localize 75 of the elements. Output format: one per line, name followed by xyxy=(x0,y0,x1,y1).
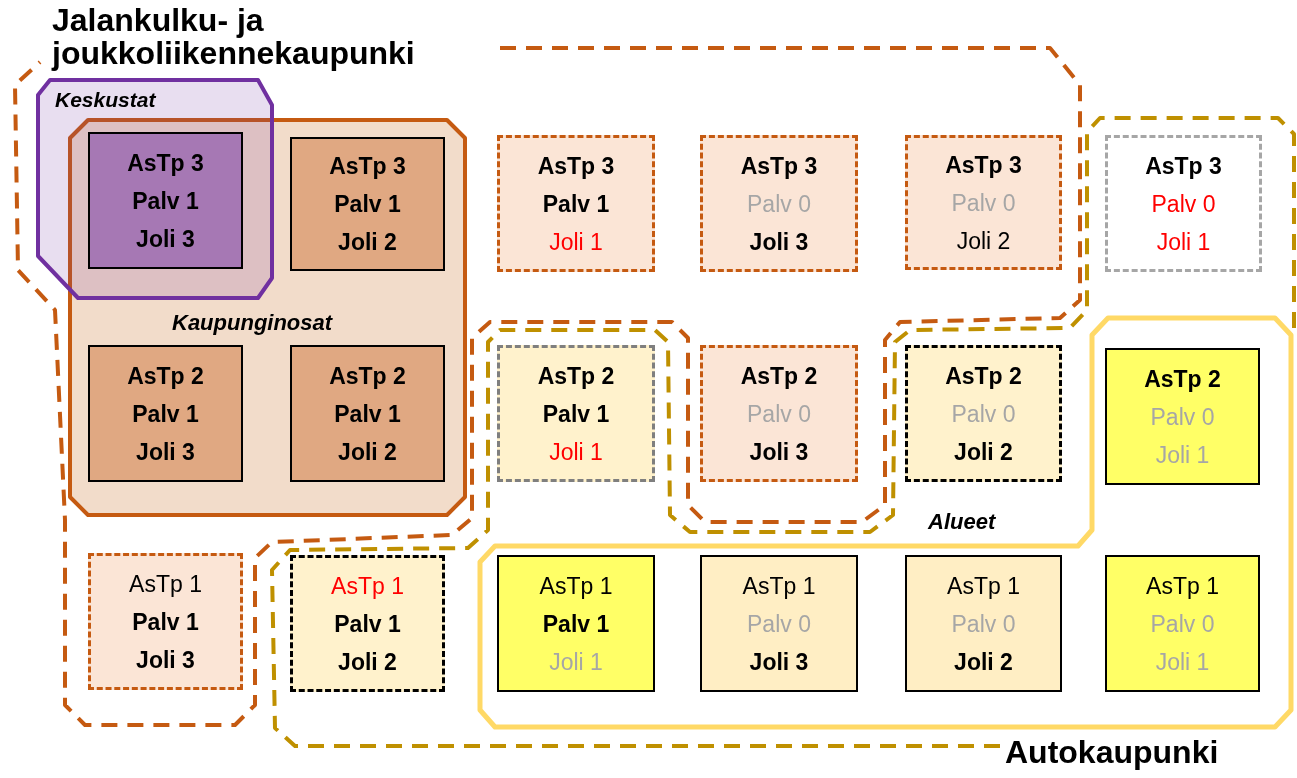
region-label: Autokaupunki xyxy=(1005,733,1219,772)
rating-text: Joli 2 xyxy=(954,647,1013,677)
rating-text: Palv 0 xyxy=(1150,609,1215,639)
region-label: Jalankulku- ja joukkoliikennekaupunki xyxy=(52,4,416,70)
rating-text: AsTp 2 xyxy=(740,361,818,391)
rating-text: AsTp 3 xyxy=(127,148,204,178)
rating-text: Joli 1 xyxy=(1155,647,1210,677)
rating-text: AsTp 2 xyxy=(127,361,204,391)
rating-box xyxy=(700,135,858,272)
region-label: Kaupunginosat xyxy=(172,310,333,336)
rating-box xyxy=(1105,348,1260,485)
rating-text: Palv 1 xyxy=(542,399,610,429)
rating-text: Joli 3 xyxy=(136,224,195,254)
rating-text: Joli 2 xyxy=(954,437,1013,467)
rating-text: Joli 2 xyxy=(338,437,397,467)
rating-box xyxy=(88,553,243,690)
rating-text: Palv 0 xyxy=(951,609,1016,639)
rating-box xyxy=(497,135,655,272)
rating-text: Joli 3 xyxy=(749,227,809,257)
rating-box xyxy=(88,132,243,269)
rating-text: AsTp 2 xyxy=(329,361,406,391)
rating-text: Palv 0 xyxy=(747,609,811,639)
rating-text: AsTp 1 xyxy=(129,569,202,599)
rating-text: Palv 1 xyxy=(334,190,401,219)
rating-text: Joli 2 xyxy=(338,647,397,677)
rating-box xyxy=(905,345,1062,482)
rating-text: Palv 0 xyxy=(1151,189,1216,219)
rating-text: AsTp 1 xyxy=(539,571,613,601)
rating-text: Palv 0 xyxy=(951,399,1016,429)
rating-box xyxy=(88,345,243,482)
rating-text: Palv 1 xyxy=(334,609,401,639)
rating-box xyxy=(700,345,858,482)
rating-text: AsTp 2 xyxy=(537,361,615,391)
rating-text: Palv 1 xyxy=(542,609,610,639)
rating-text: AsTp 2 xyxy=(1144,364,1221,394)
rating-text: Joli 3 xyxy=(749,437,809,467)
rating-text: AsTp 1 xyxy=(331,571,404,601)
rating-text: Palv 1 xyxy=(132,399,199,429)
rating-text: Joli 1 xyxy=(1155,440,1210,470)
region-label: Keskustat xyxy=(55,87,156,113)
rating-box xyxy=(700,555,858,692)
rating-text: Joli 1 xyxy=(549,647,603,677)
rating-box xyxy=(497,555,655,692)
rating-text: Palv 0 xyxy=(951,188,1016,218)
rating-text: AsTp 2 xyxy=(945,361,1022,391)
rating-box xyxy=(1105,135,1262,272)
rating-box xyxy=(1105,555,1260,692)
rating-text: Joli 3 xyxy=(749,647,809,677)
rating-text: AsTp 3 xyxy=(945,150,1022,180)
rating-text: Joli 2 xyxy=(956,226,1011,256)
rating-box xyxy=(290,555,445,692)
rating-text: AsTp 1 xyxy=(1146,571,1219,601)
rating-text: Joli 1 xyxy=(1156,227,1211,257)
rating-text: AsTp 3 xyxy=(740,151,818,181)
rating-text: Joli 2 xyxy=(338,228,397,257)
rating-box xyxy=(905,555,1062,692)
rating-text: Palv 1 xyxy=(334,399,401,429)
rating-text: Joli 1 xyxy=(549,227,603,257)
rating-text: AsTp 3 xyxy=(537,151,615,181)
region-label: Alueet xyxy=(928,509,996,535)
rating-box xyxy=(497,345,655,482)
rating-text: Joli 1 xyxy=(549,437,603,467)
rating-text: AsTp 3 xyxy=(329,152,406,181)
rating-text: AsTp 1 xyxy=(947,571,1020,601)
rating-text: AsTp 1 xyxy=(742,571,816,601)
rating-text: Palv 0 xyxy=(1150,402,1215,432)
rating-text: Joli 3 xyxy=(136,437,195,467)
rating-text: Palv 1 xyxy=(542,189,610,219)
rating-text: Palv 1 xyxy=(132,607,199,637)
rating-text: Palv 0 xyxy=(747,189,811,219)
rating-text: Joli 3 xyxy=(136,645,195,675)
rating-text: Palv 0 xyxy=(747,399,811,429)
rating-text: AsTp 3 xyxy=(1145,151,1222,181)
rating-text: Palv 1 xyxy=(132,186,199,216)
rating-box xyxy=(905,135,1062,270)
